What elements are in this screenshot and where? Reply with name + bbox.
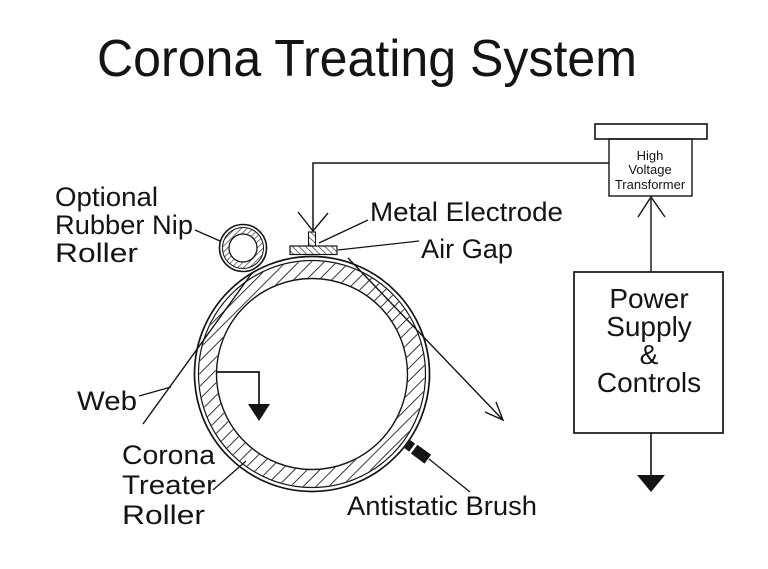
electrode-hv-wire	[297, 162, 609, 233]
nip-roller-label-line3: Roller	[55, 238, 138, 268]
rubber-nip-roller	[218, 223, 268, 273]
power-output-arrow	[637, 433, 665, 492]
metal-electrode-leader	[318, 219, 369, 244]
transformer-label-line1: High	[637, 148, 664, 163]
corona-treater-roller	[193, 255, 431, 493]
nip-roller-label-line1: Optional	[55, 182, 158, 212]
transformer-label-line2: Voltage	[628, 162, 671, 177]
treater-roller-label-line3: Roller	[122, 500, 205, 530]
transformer-label-line3: Transformer	[615, 177, 686, 192]
antistatic-brush-leader	[428, 458, 471, 493]
power-supply-label-line3: &	[640, 339, 659, 370]
web-leader	[138, 386, 172, 397]
web-label: Web	[77, 386, 137, 416]
power-supply-label-line4: Controls	[597, 367, 701, 398]
web-exit-arrow	[347, 257, 505, 422]
air-gap-label: Air Gap	[421, 234, 513, 264]
treater-roller-label-line2: Treater	[122, 470, 216, 500]
treater-roller-label: Corona Treater Roller	[122, 440, 216, 530]
page-title: Corona Treating System	[97, 30, 637, 88]
metal-electrode-label: Metal Electrode	[370, 197, 563, 227]
antistatic-brush	[404, 440, 432, 464]
power-supply-controls: Power Supply & Controls	[573, 271, 724, 434]
nip-roller-label-line2: Rubber Nip	[55, 210, 193, 240]
web-entry-line	[142, 272, 253, 425]
nip-roller-leader	[194, 229, 221, 242]
power-supply-label-line1: Power	[609, 283, 688, 314]
high-voltage-transformer: High Voltage Transformer	[594, 123, 708, 197]
nip-roller-label: Optional Rubber Nip Roller	[55, 182, 193, 268]
antistatic-brush-label: Antistatic Brush	[347, 491, 537, 521]
treater-roller-label-line1: Corona	[122, 440, 216, 470]
air-gap-leader	[337, 240, 420, 251]
roller-rotation-arrow	[217, 371, 270, 421]
metal-electrode	[289, 231, 338, 256]
power-to-transformer-arrow	[637, 195, 666, 272]
power-supply-label-line2: Supply	[606, 311, 692, 342]
treater-roller-leader	[212, 460, 247, 491]
